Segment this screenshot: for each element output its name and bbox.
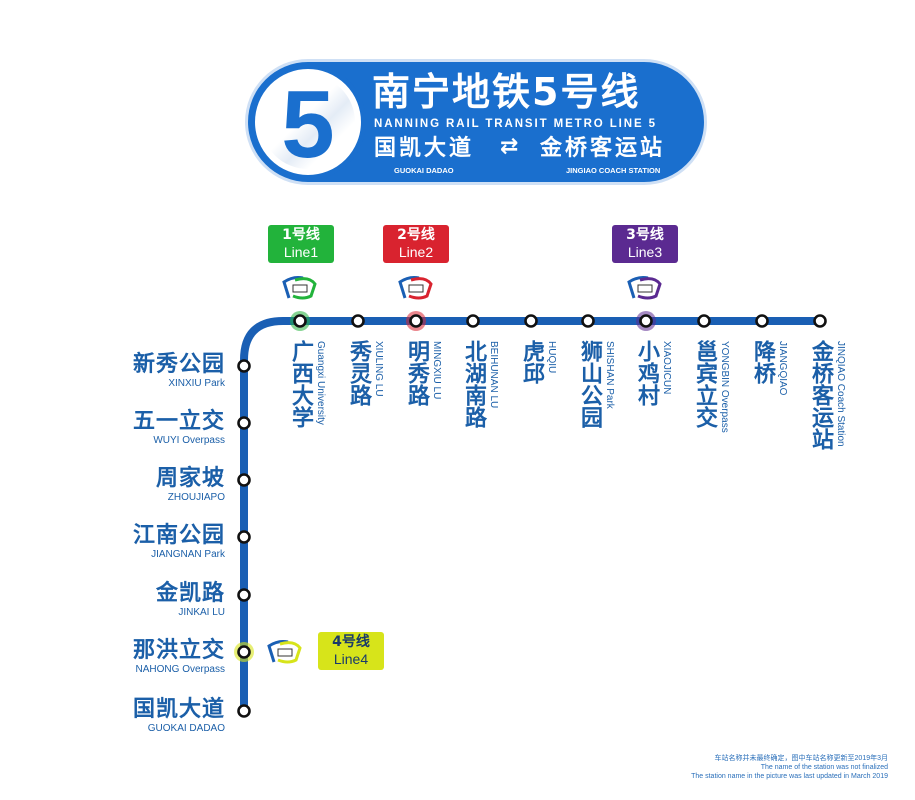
station-label: 那洪立交 NAHONG Overpass xyxy=(133,638,225,676)
station-label: 邕宾立交 YONGBIN Overpass xyxy=(691,340,730,433)
terminal-a-en: GUOKAI DADAO xyxy=(394,166,454,175)
tag-label-cn: 4号线 xyxy=(332,634,370,650)
station-name-en: JINKAI LU xyxy=(178,607,225,618)
station-dot xyxy=(237,530,251,544)
station-label: 新秀公园 XINXIU Park xyxy=(133,352,225,390)
footnote-en-2: The station name in the picture was last… xyxy=(691,773,888,780)
station-name-cn: 那洪立交 xyxy=(132,638,225,663)
transfer-tag-line4: 4号线 Line4 xyxy=(318,632,384,670)
footnote: 车站名称并未最终确定，图中车站名称更新至2019年3月 The name of … xyxy=(691,754,888,781)
terminal-b-cn: 金桥客运站 xyxy=(540,136,666,161)
line-title-cn: 南宁地铁5号线 xyxy=(372,70,641,114)
station-name-cn: 北湖南路 xyxy=(461,340,486,428)
station-name-cn: 五一立交 xyxy=(132,409,225,434)
station-dot xyxy=(639,314,653,328)
station-label: 降桥 JIANGQIAO xyxy=(749,340,788,395)
tag-label-en: Line1 xyxy=(283,244,319,260)
station-name-cn: 狮山公园 xyxy=(577,340,602,428)
station-name-en: GUOKAI DADAO xyxy=(147,723,225,734)
station-name-cn: 新秀公园 xyxy=(132,352,225,377)
station-name-cn: 虎邱 xyxy=(519,340,544,384)
transfer-tag-line1: 1号线 Line1 xyxy=(268,225,334,263)
badge-swoosh xyxy=(261,75,355,169)
station-dot xyxy=(237,473,251,487)
terminal-a-cn: 国凯大道 xyxy=(374,136,475,161)
station-name-en: XINXIU Park xyxy=(168,378,225,389)
station-label: 江南公园 JIANGNAN Park xyxy=(133,523,225,561)
station-dot xyxy=(755,314,769,328)
tag-label-en: Line2 xyxy=(398,244,434,260)
station-name-cn: 江南公园 xyxy=(132,523,225,548)
station-dot xyxy=(524,314,538,328)
transfer-tag-line2: 2号线 Line2 xyxy=(383,225,449,263)
station-name-cn: 广西大学 xyxy=(288,340,313,428)
transfer-tag-line3: 3号线 Line3 xyxy=(612,225,678,263)
station-label: 国凯大道 GUOKAI DADAO xyxy=(133,697,225,735)
station-name-en: JIANGQIAO xyxy=(777,341,788,396)
terminal-b-en: JINGIAO COACH STATION xyxy=(566,166,661,175)
line5-track xyxy=(240,317,824,715)
station-label: 五一立交 WUYI Overpass xyxy=(133,409,225,447)
station-dot xyxy=(237,416,251,430)
footnote-cn: 车站名称并未最终确定，图中车站名称更新至2019年3月 xyxy=(714,755,888,762)
station-dot xyxy=(237,359,251,373)
station-dot xyxy=(697,314,711,328)
station-label: 小鸡村 XIAOJICUN xyxy=(633,340,672,406)
footnote-en-1: The name of the station was not finalize… xyxy=(760,764,888,771)
station-name-en: ZHOUJIAPO xyxy=(167,492,225,503)
tag-label-en: Line4 xyxy=(333,651,369,667)
transfer-icon xyxy=(627,276,662,300)
station-label: 狮山公园 SHISHAN Park xyxy=(576,340,615,428)
station-name-en: XIULING LU xyxy=(373,341,384,397)
station-name-en: SHISHAN Park xyxy=(604,341,615,409)
transfer-icon xyxy=(267,640,302,664)
station-name-en: HUQIU xyxy=(546,341,557,374)
station-name-cn: 周家坡 xyxy=(155,466,225,491)
tag-label-en: Line3 xyxy=(627,244,663,260)
station-label: 明秀路 MINGXIU LU xyxy=(403,340,442,406)
station-name-en: NAHONG Overpass xyxy=(135,664,225,675)
station-name-en: XIAOJICUN xyxy=(661,341,672,395)
station-dot xyxy=(351,314,365,328)
station-name-cn: 降桥 xyxy=(750,340,775,384)
station-name-en: YONGBIN Overpass xyxy=(719,341,730,433)
direction-arrows-icon: ⇄ xyxy=(500,134,519,159)
station-dot xyxy=(581,314,595,328)
transfer-icon xyxy=(398,276,433,300)
station-dot xyxy=(466,314,480,328)
station-name-cn: 秀灵路 xyxy=(346,340,371,406)
tag-label-cn: 3号线 xyxy=(626,227,664,243)
station-name-en: JINQIAO Coach Station xyxy=(835,341,846,447)
station-dot xyxy=(237,645,251,659)
tag-label-cn: 2号线 xyxy=(397,227,435,243)
station-dot xyxy=(237,704,251,718)
transfer-icon xyxy=(282,276,317,300)
station-name-cn: 邕宾立交 xyxy=(692,340,717,428)
station-name-en: WUYI Overpass xyxy=(153,435,225,446)
station-label: 周家坡 ZHOUJIAPO xyxy=(156,466,225,504)
station-name-cn: 明秀路 xyxy=(404,340,429,406)
station-label: 金桥客运站 JINQIAO Coach Station xyxy=(807,340,846,450)
station-label: 虎邱 HUQIU xyxy=(518,340,557,384)
station-label: 秀灵路 XIULING LU xyxy=(345,340,384,406)
station-name-cn: 金凯路 xyxy=(155,581,225,606)
station-label: 北湖南路 BEIHUNAN LU xyxy=(460,340,499,428)
line-title-en: NANNING RAIL TRANSIT METRO LINE 5 xyxy=(374,118,657,130)
station-name-en: JIANGNAN Park xyxy=(151,549,225,560)
station-label: 广西大学 Guangxi University xyxy=(287,340,326,428)
station-name-cn: 国凯大道 xyxy=(132,697,225,722)
station-name-cn: 金桥客运站 xyxy=(808,340,833,450)
station-dot xyxy=(409,314,423,328)
station-name-cn: 小鸡村 xyxy=(634,340,659,406)
station-dot xyxy=(813,314,827,328)
station-dot xyxy=(293,314,307,328)
station-name-en: BEIHUNAN LU xyxy=(488,341,499,409)
tag-label-cn: 1号线 xyxy=(282,227,320,243)
station-name-en: Guangxi University xyxy=(315,341,326,425)
line-number: 5 xyxy=(281,71,335,178)
station-label: 金凯路 JINKAI LU xyxy=(156,581,225,619)
station-dot xyxy=(237,588,251,602)
station-name-en: MINGXIU LU xyxy=(431,341,442,400)
line-number-badge: 5 xyxy=(250,64,366,180)
